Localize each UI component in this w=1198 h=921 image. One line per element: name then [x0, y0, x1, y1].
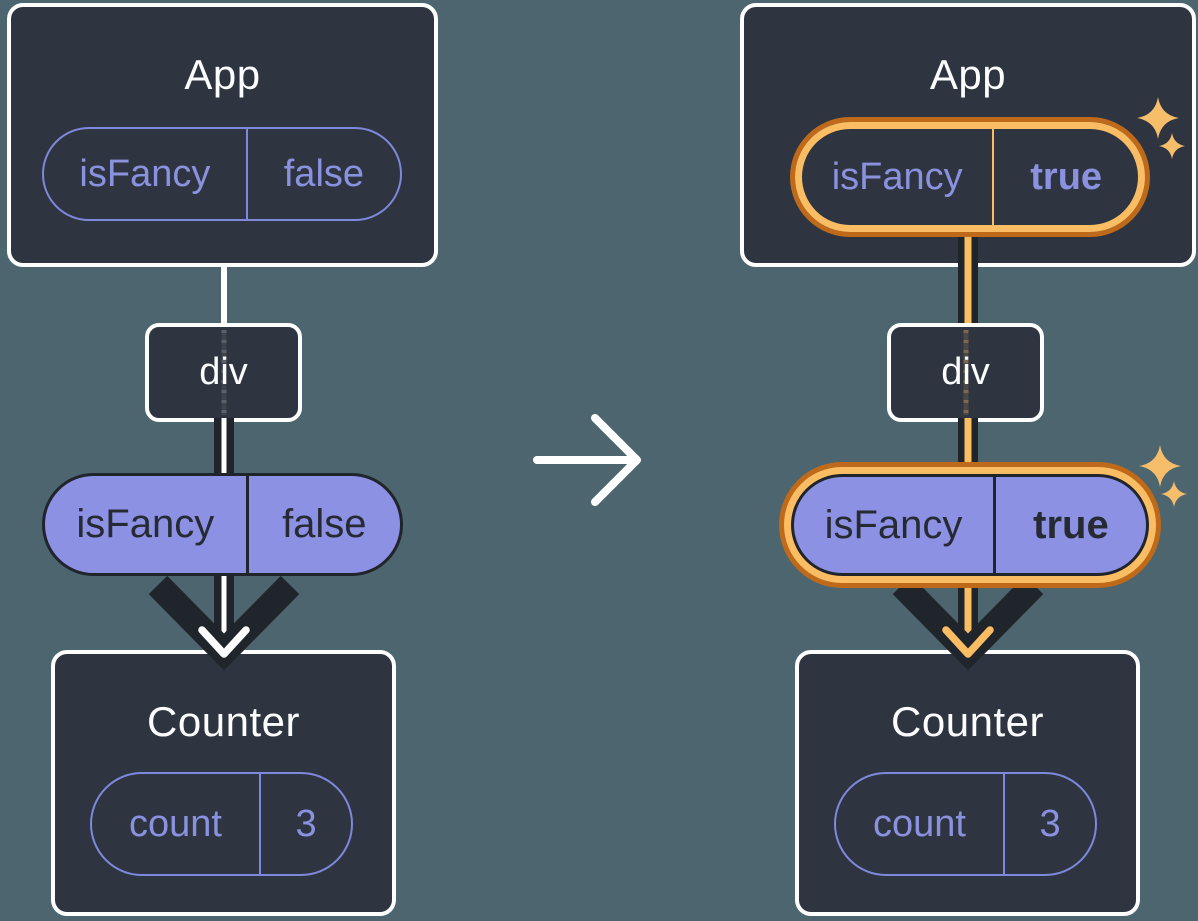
before-counter-state-pill: count 3	[90, 772, 353, 876]
sparkles-icon	[1137, 97, 1185, 159]
state-name: count	[129, 802, 222, 845]
down-chevron-arrow-icon	[892, 575, 1044, 671]
prop-name: isFancy	[831, 155, 963, 198]
passed-prop-value: false	[282, 502, 367, 546]
state-value: 3	[1039, 802, 1061, 845]
state-name-cell: count	[92, 774, 259, 874]
prop-name: isFancy	[79, 152, 211, 195]
passed-prop-name: isFancy	[76, 502, 215, 546]
prop-value: false	[283, 152, 365, 195]
prop-name-cell: isFancy	[44, 129, 246, 219]
before-app-title: App	[184, 51, 261, 98]
before-app-prop-pill: isFancy false	[42, 127, 402, 221]
after-app-title: App	[929, 51, 1007, 98]
passed-prop-value-cell: false	[245, 476, 400, 573]
state-value-cell: 3	[1003, 774, 1095, 874]
down-chevron-arrow-icon	[148, 575, 300, 671]
state-value: 3	[295, 802, 317, 845]
before-div-passthrough-line	[221, 330, 226, 415]
sparkles-icon	[1139, 445, 1187, 507]
right-arrow-icon	[533, 414, 641, 506]
before-counter-title: Counter	[147, 698, 300, 745]
prop-value-cell: true	[992, 129, 1138, 225]
after-app-prop-pill-highlighted: isFancy true	[795, 122, 1145, 232]
after-div-label: div	[941, 351, 990, 393]
before-div-pill-connector	[214, 418, 234, 478]
prop-value-cell: false	[245, 129, 400, 219]
after-app-div-connector	[958, 237, 978, 323]
before-passed-prop-pill: isFancy false	[42, 473, 403, 576]
before-app-div-connector	[221, 265, 227, 325]
passed-prop-name-cell: isFancy	[45, 476, 246, 573]
passed-prop-name: isFancy	[824, 502, 963, 547]
passed-prop-name-cell: isFancy	[794, 477, 993, 573]
after-div-passthrough-line	[963, 330, 968, 415]
passed-prop-value: true	[1033, 502, 1109, 547]
prop-value: true	[1030, 155, 1103, 198]
state-name-cell: count	[836, 774, 1003, 874]
state-value-cell: 3	[259, 774, 351, 874]
after-div-pill-connector	[958, 418, 978, 478]
passed-prop-value-cell: true	[992, 477, 1146, 573]
after-counter-state-pill: count 3	[834, 772, 1097, 876]
after-passed-prop-pill-highlighted: isFancy true	[791, 474, 1149, 576]
after-counter-title: Counter	[891, 698, 1044, 745]
prop-name-cell: isFancy	[802, 129, 992, 225]
state-name: count	[873, 802, 966, 845]
before-div-label: div	[199, 351, 248, 393]
after-div-box: div	[887, 323, 1044, 422]
before-div-box: div	[145, 323, 302, 422]
